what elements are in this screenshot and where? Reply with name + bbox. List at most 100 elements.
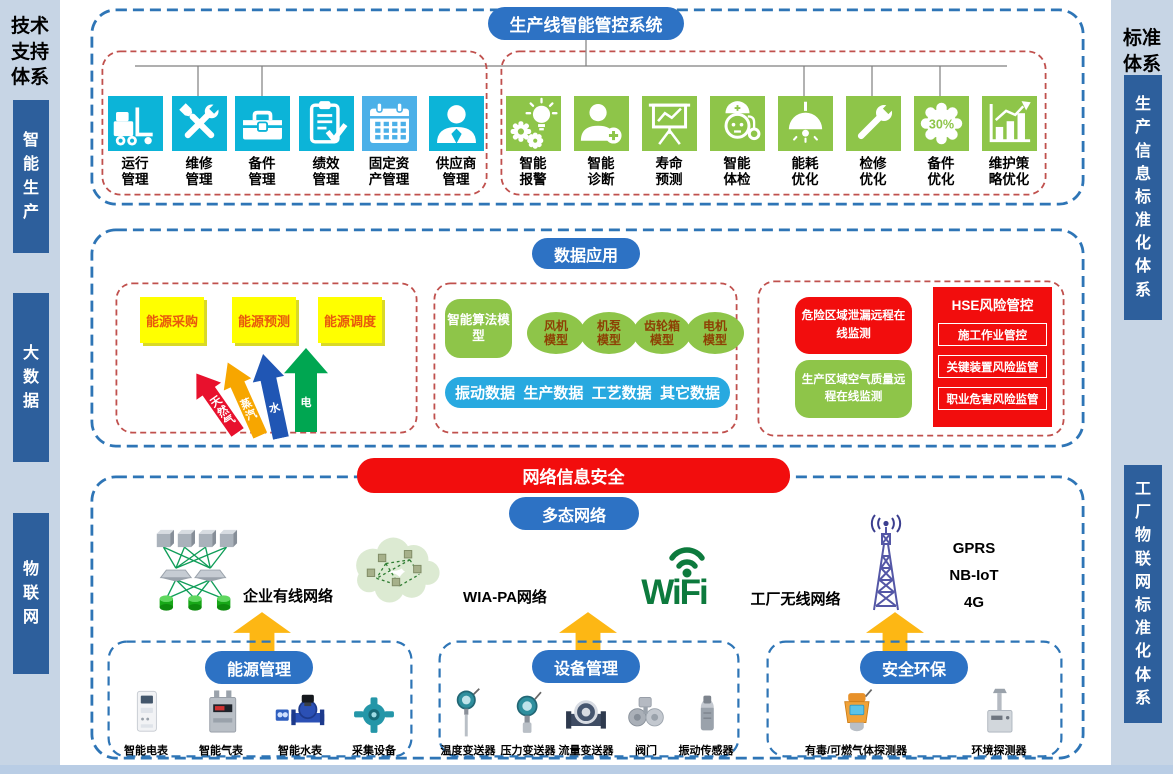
device-label: 振动传感器 xyxy=(678,745,734,757)
right-sidebar-item: 生产信息标准化体系 xyxy=(1124,75,1162,320)
energy-box: 能源采购 xyxy=(140,297,204,343)
smart-group-frame xyxy=(500,50,1047,196)
device-label: 环境探测器 xyxy=(971,745,1027,757)
network-section-frame xyxy=(90,475,1085,760)
energy-arrow-label: 水 xyxy=(268,401,282,416)
pressure-transmitter-icon xyxy=(516,691,542,733)
protocol-label: GPRS xyxy=(952,540,996,557)
smart-item-label: 寿命 预测 xyxy=(655,156,683,188)
hazard-monitor-box: 危险区域泄漏远程在 线监测 xyxy=(795,297,912,354)
management-item: 固定资 产管理 xyxy=(356,96,422,189)
management-group-frame xyxy=(101,50,488,196)
model-ellipse: 电机 模型 xyxy=(686,312,744,354)
management-item-label: 备件 管理 xyxy=(248,156,276,188)
tools-icon xyxy=(171,96,227,151)
management-item-label: 运行 管理 xyxy=(121,156,149,188)
forklift-icon xyxy=(107,96,163,151)
network-banner: 网络信息安全 xyxy=(357,458,790,493)
up-arrow-icon xyxy=(233,612,291,660)
device-label: 智能水表 xyxy=(278,745,322,757)
management-item: 运行 管理 xyxy=(102,96,168,189)
hse-panel: HSE风险管控施工作业管控关键装置风险监管职业危害风险监管 xyxy=(933,287,1052,427)
device-label: 阀门 xyxy=(635,745,657,757)
energy-box: 能源调度 xyxy=(318,297,382,343)
wrench-icon xyxy=(845,96,901,151)
smart-item: 寿命 预测 xyxy=(636,96,702,189)
bottom-bar xyxy=(0,765,1173,774)
management-item: 维修 管理 xyxy=(166,96,232,189)
flow-transmitter-icon xyxy=(566,700,606,729)
energy-arrow: 电 xyxy=(284,348,328,432)
device-group-title: 安全环保 xyxy=(860,651,968,684)
mesh-cloud-icon xyxy=(356,537,440,603)
smart-item-label: 智能 体检 xyxy=(723,156,751,188)
up-arrow-icon xyxy=(866,612,924,660)
smart-item: 智能 报警 xyxy=(500,96,566,189)
top-section-frame xyxy=(90,8,1085,206)
hse-panel-item: 关键装置风险监管 xyxy=(938,355,1047,378)
device-label: 采集设备 xyxy=(352,745,396,757)
model-ellipse: 风机 模型 xyxy=(527,312,585,354)
algorithm-model-box: 智能算法模 型 xyxy=(445,299,512,358)
hse-panel-item: 施工作业管控 xyxy=(938,323,1047,346)
person-icon xyxy=(428,96,484,151)
chart-up-icon xyxy=(981,96,1037,151)
left-sidebar-item: 物联网 xyxy=(13,513,49,674)
wireless-network-label: 工厂无线网络 xyxy=(750,591,841,608)
smart-item-label: 检修 优化 xyxy=(859,156,887,188)
device-group-title: 设备管理 xyxy=(532,650,640,683)
smart-item-label: 维护策 略优化 xyxy=(988,156,1030,188)
device-group-frame xyxy=(766,640,1063,758)
toolbox-icon xyxy=(234,96,290,151)
wifi-icon: WiFi xyxy=(626,538,726,612)
smart-item-label: 能耗 优化 xyxy=(791,156,819,188)
management-item-label: 绩效 管理 xyxy=(312,156,340,188)
air-quality-box: 生产区域空气质量远 程在线监测 xyxy=(795,360,912,418)
device-group-frame xyxy=(107,640,413,758)
management-item-label: 供应商 管理 xyxy=(435,156,477,188)
smart-item-label: 智能 报警 xyxy=(519,156,547,188)
left-sidebar-item: 智能生产 xyxy=(13,100,49,253)
wired-network-icon xyxy=(156,529,238,611)
device-label: 温度变送器 xyxy=(440,745,496,757)
model-ellipse: 机泵 模型 xyxy=(580,312,638,354)
smart-item-label: 智能 诊断 xyxy=(587,156,615,188)
wired-network-label: 企业有线网络 xyxy=(242,588,333,605)
top-section-title: 生产线智能管控系统 xyxy=(488,7,684,40)
energy-arrow: 水 xyxy=(247,351,296,442)
device-label: 有毒/可燃气体探测器 xyxy=(804,745,908,757)
device-label: 智能电表 xyxy=(124,745,168,757)
data-types-bar: 振动数据 生产数据 工艺数据 其它数据 xyxy=(445,377,730,408)
badge-30-icon: 30% xyxy=(913,96,969,151)
energy-arrow: 蒸汽 xyxy=(214,356,274,441)
electric-meter-icon xyxy=(136,690,157,732)
device-group-frame xyxy=(438,640,740,758)
valve-icon xyxy=(628,696,664,727)
collector-icon xyxy=(354,697,394,733)
device-group-title: 能源管理 xyxy=(205,651,313,684)
management-item: 绩效 管理 xyxy=(293,96,359,189)
device-label: 压力变送器 xyxy=(500,745,556,757)
device-label: 流量变送器 xyxy=(558,745,614,757)
management-item: 备件 管理 xyxy=(229,96,295,189)
smart-item: 能耗 优化 xyxy=(772,96,838,189)
smart-item: 维护策 略优化 xyxy=(976,96,1042,189)
presentation-chart-icon xyxy=(641,96,697,151)
gas-detector-icon xyxy=(844,689,873,732)
gas-meter-icon xyxy=(209,690,237,733)
up-arrow-icon xyxy=(559,612,617,660)
data-section-frame xyxy=(90,228,1085,448)
svg-text:WiFi: WiFi xyxy=(641,573,707,610)
energy-frame xyxy=(115,282,418,434)
temperature-transmitter-icon xyxy=(456,688,480,737)
svg-text:30%: 30% xyxy=(928,117,953,131)
gear-bulb-icon xyxy=(505,96,561,151)
water-meter-icon xyxy=(275,694,325,726)
smart-item: 智能 诊断 xyxy=(568,96,634,189)
management-item-label: 维修 管理 xyxy=(185,156,213,188)
protocol-label: NB-IoT xyxy=(949,567,999,584)
model-ellipse: 齿轮箱 模型 xyxy=(633,312,691,354)
management-item: 供应商 管理 xyxy=(423,96,489,189)
